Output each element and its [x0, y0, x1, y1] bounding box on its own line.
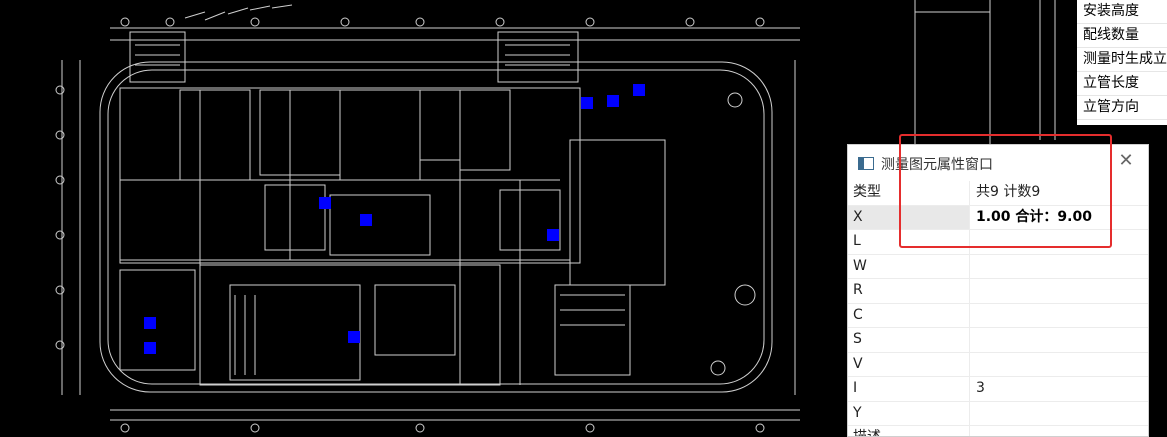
prop-value[interactable]: [969, 352, 1148, 376]
measure-properties-window: 测量图元属性窗口 ✕ 类型 共9 计数9 X 1.00 合计：9.00 L W …: [847, 144, 1149, 437]
prop-row-r[interactable]: R: [848, 279, 1148, 304]
prop-value[interactable]: [969, 254, 1148, 278]
prop-value[interactable]: [969, 279, 1148, 303]
side-item-wire-count[interactable]: 配线数量: [1077, 24, 1167, 48]
measure-marker[interactable]: [633, 84, 645, 96]
measure-marker[interactable]: [144, 317, 156, 329]
prop-value[interactable]: [969, 328, 1148, 352]
prop-row-c[interactable]: C: [848, 303, 1148, 328]
window-title: 测量图元属性窗口: [881, 157, 993, 173]
side-item-riser-direction[interactable]: 立管方向: [1077, 96, 1167, 120]
prop-key: C: [853, 306, 863, 323]
close-icon[interactable]: ✕: [1118, 150, 1134, 171]
prop-value[interactable]: [969, 303, 1148, 327]
prop-key: W: [853, 257, 867, 274]
prop-row-w[interactable]: W: [848, 254, 1148, 279]
prop-key: S: [853, 331, 862, 347]
measure-marker[interactable]: [547, 229, 559, 241]
prop-key: Y: [853, 404, 862, 421]
window-title-bar[interactable]: 测量图元属性窗口 ✕: [848, 145, 1148, 181]
prop-value[interactable]: [969, 426, 1148, 436]
prop-row-v[interactable]: V: [848, 352, 1148, 377]
prop-key: L: [853, 233, 861, 249]
prop-value[interactable]: 3: [969, 377, 1148, 401]
measure-marker[interactable]: [348, 331, 360, 343]
window-app-icon: [858, 157, 874, 170]
side-property-list: 安装高度 配线数量 测量时生成立 立管长度 立管方向: [1077, 0, 1167, 125]
prop-key: V: [853, 355, 863, 372]
prop-key: I: [853, 380, 858, 396]
prop-row-s[interactable]: S: [848, 328, 1148, 353]
side-item-install-height[interactable]: 安装高度: [1077, 0, 1167, 24]
prop-key: 类型: [853, 184, 881, 200]
prop-key: 描述: [853, 429, 881, 437]
prop-row-type[interactable]: 类型 共9 计数9: [848, 181, 1148, 206]
prop-row-y[interactable]: Y: [848, 401, 1148, 426]
prop-value[interactable]: [969, 401, 1148, 425]
prop-row-x[interactable]: X 1.00 合计：9.00: [848, 205, 1148, 230]
prop-value: 共9 计数9: [969, 181, 1148, 205]
measure-marker[interactable]: [319, 197, 331, 209]
measure-marker[interactable]: [607, 95, 619, 107]
measure-marker[interactable]: [581, 97, 593, 109]
prop-row-i[interactable]: I 3: [848, 377, 1148, 402]
prop-row-description[interactable]: 描述: [848, 426, 1148, 437]
side-item-generate-riser[interactable]: 测量时生成立: [1077, 48, 1167, 72]
side-item-riser-length[interactable]: 立管长度: [1077, 72, 1167, 96]
prop-key: X: [848, 205, 969, 229]
measure-marker[interactable]: [360, 214, 372, 226]
prop-value: 1.00 合计：9.00: [969, 205, 1148, 229]
prop-key: R: [853, 282, 863, 298]
prop-row-l[interactable]: L: [848, 230, 1148, 255]
prop-value[interactable]: [969, 230, 1148, 254]
measure-marker[interactable]: [144, 342, 156, 354]
